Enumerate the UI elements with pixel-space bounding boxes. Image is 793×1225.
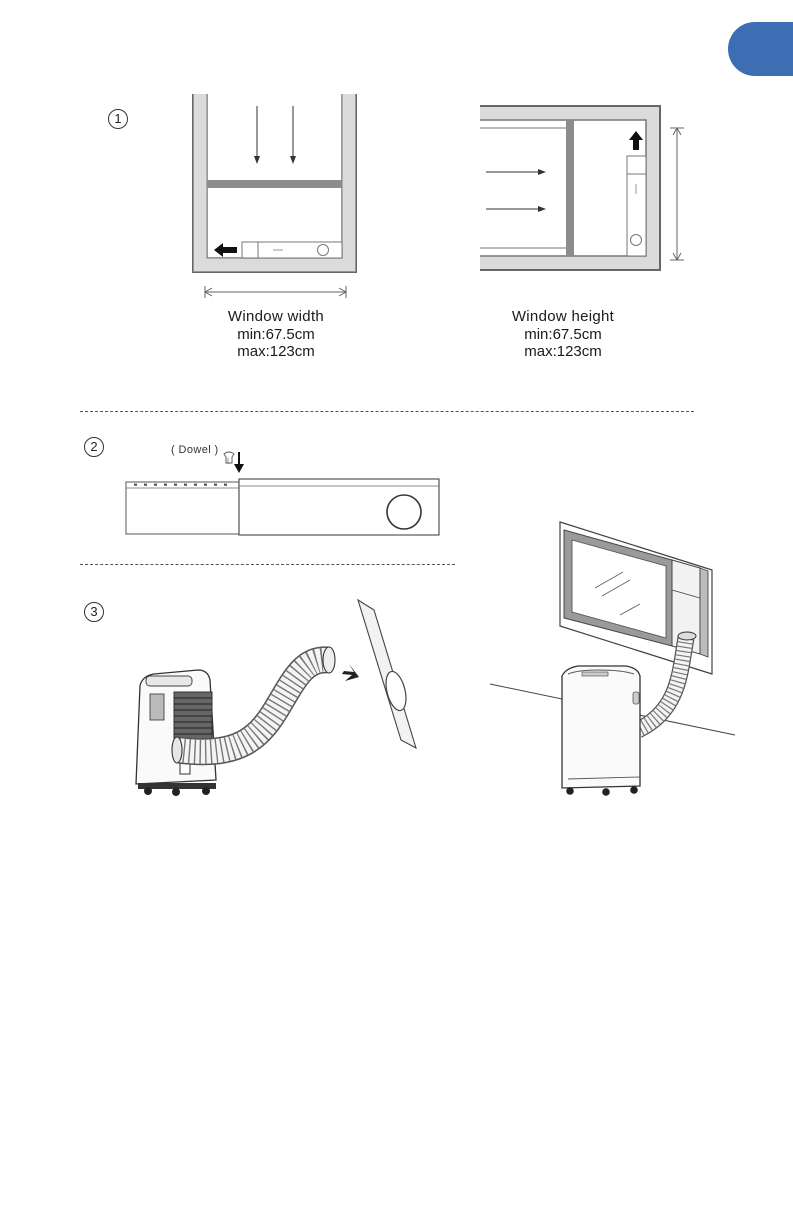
step-1-number: 1 — [108, 109, 128, 129]
separator-step1 — [80, 411, 694, 412]
arrow-right-icon — [342, 664, 359, 681]
window-height-max: max:123cm — [485, 343, 641, 361]
window-height-diagram — [470, 100, 700, 280]
arrow-down-icon — [234, 464, 244, 473]
page-tab — [728, 22, 793, 76]
dowel-screw-icon — [224, 452, 234, 464]
window-width-title: Window width — [198, 308, 354, 326]
arrow-up-icon — [629, 131, 643, 150]
arrow-left-icon — [214, 243, 237, 257]
window-width-caption: Window width min:67.5cm max:123cm — [198, 308, 354, 361]
step-3-number: 3 — [84, 602, 104, 622]
separator-step2 — [80, 564, 455, 565]
sliding-panel-diagram — [120, 448, 460, 540]
window-height-caption: Window height min:67.5cm max:123cm — [485, 308, 641, 361]
window-width-diagram — [190, 94, 370, 304]
step-2-number: 2 — [84, 437, 104, 457]
window-width-max: max:123cm — [198, 343, 354, 361]
installed-unit-diagram — [490, 520, 735, 800]
window-height-min: min:67.5cm — [485, 326, 641, 344]
window-height-title: Window height — [485, 308, 641, 326]
unit-with-hose-diagram — [130, 598, 440, 798]
window-width-min: min:67.5cm — [198, 326, 354, 344]
